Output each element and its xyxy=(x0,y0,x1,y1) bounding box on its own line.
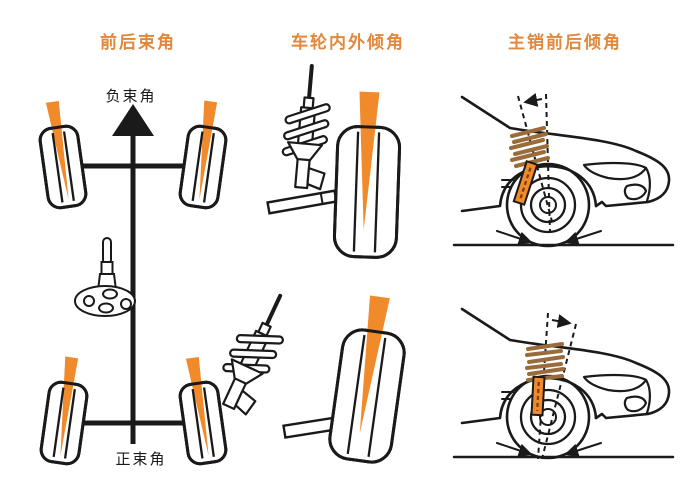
camber-bottom-assembly xyxy=(206,284,414,467)
toe-diagram xyxy=(33,97,233,467)
toe-wheel-rear-left xyxy=(38,353,94,467)
positive-toe-label: 正束角 xyxy=(115,451,167,468)
strut-icon-tilted xyxy=(206,284,303,418)
toe-panel-title: 前后束角 xyxy=(100,33,176,52)
camber-diagram xyxy=(206,62,414,467)
steering-knuckle-icon xyxy=(74,237,136,317)
travel-direction-arrow-icon xyxy=(112,104,154,136)
camber-panel-title: 车轮内外倾角 xyxy=(291,33,405,52)
negative-toe-label: 负束角 xyxy=(105,88,157,105)
strut-icon xyxy=(276,62,337,192)
toe-wheel-front-right xyxy=(177,97,233,211)
caster-panel-title: 主销前后倾角 xyxy=(508,33,622,52)
strut-bar-icon xyxy=(530,375,546,417)
coil-spring-icon xyxy=(509,126,550,168)
toe-wheel-rear-right xyxy=(173,353,229,467)
caster-direction-arrow-icon xyxy=(523,93,543,107)
caster-bottom-car xyxy=(454,309,673,459)
caster-top-car xyxy=(454,93,673,246)
camber-wheel-leaning xyxy=(325,291,414,467)
camber-top-assembly xyxy=(266,62,403,260)
strut-bar-icon xyxy=(512,160,539,206)
caster-direction-arrow-icon xyxy=(551,314,572,328)
car-outline-icon xyxy=(454,97,673,246)
car-outline-icon xyxy=(454,309,673,458)
caster-diagram xyxy=(454,93,673,459)
control-arm xyxy=(266,189,338,215)
toe-wheel-front-left xyxy=(33,97,89,211)
camber-wheel-upright xyxy=(332,89,403,260)
